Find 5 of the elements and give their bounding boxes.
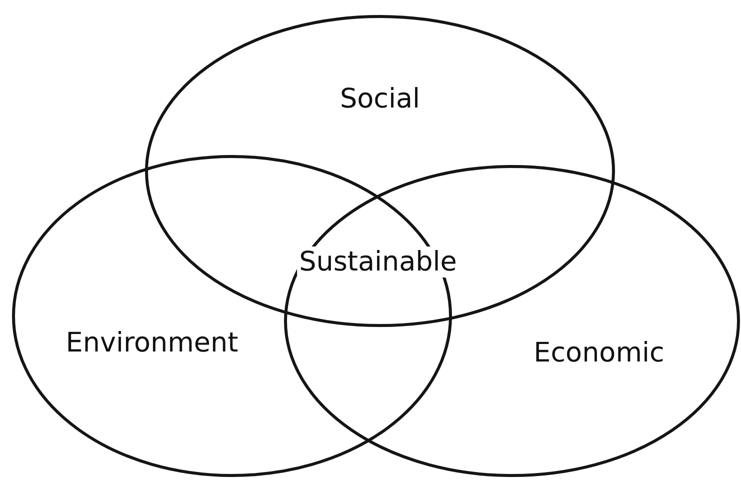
set-label: Economic	[534, 338, 664, 368]
set-label: Environment	[66, 328, 238, 358]
venn-circle	[145, 15, 615, 327]
venn-circle	[284, 165, 740, 477]
set-label: Social	[340, 84, 420, 114]
